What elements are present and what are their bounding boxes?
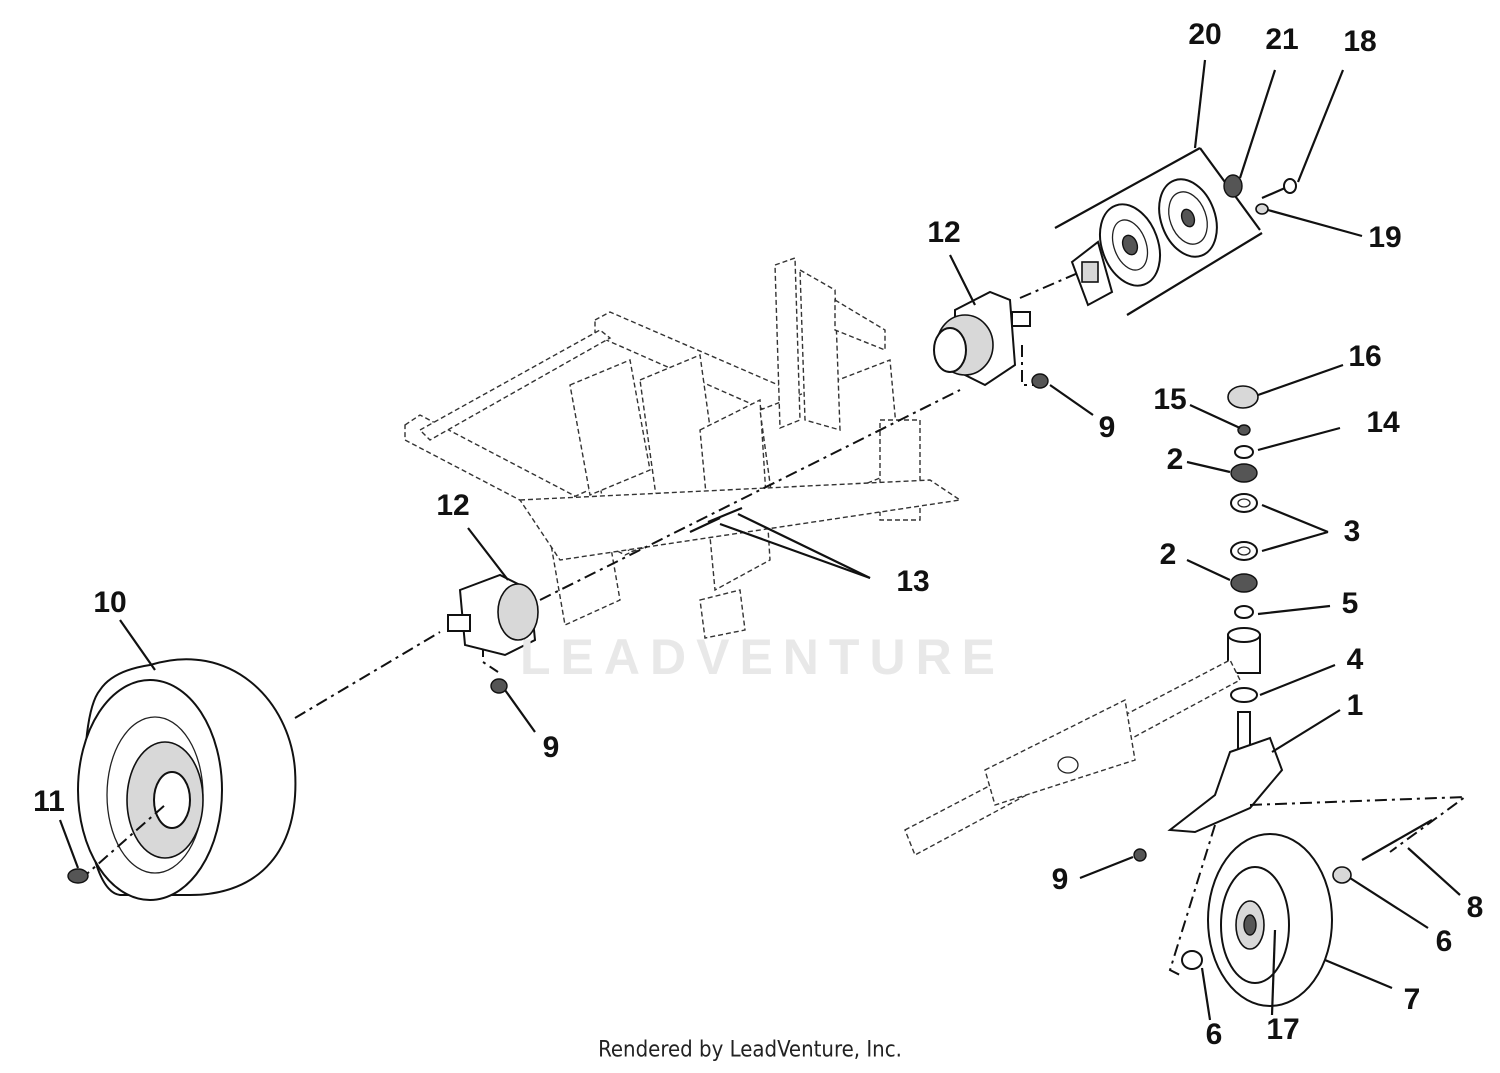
callout-7[interactable]: 7 xyxy=(1403,983,1421,1016)
caster-fork xyxy=(1167,711,1469,976)
callout-2-upper[interactable]: 2 xyxy=(1166,443,1184,476)
axle-centerline xyxy=(294,269,1086,719)
front-axle xyxy=(904,659,1241,856)
callout-9-front[interactable]: 9 xyxy=(1051,863,1069,896)
callout-16[interactable]: 16 xyxy=(1348,340,1382,373)
callout-10[interactable]: 10 xyxy=(93,586,127,619)
callout-2-lower[interactable]: 2 xyxy=(1159,538,1177,571)
callout-17[interactable]: 17 xyxy=(1266,1013,1300,1046)
callout-12-upper[interactable]: 12 xyxy=(927,216,961,249)
callout-13[interactable]: 13 xyxy=(896,565,930,598)
leader-lines xyxy=(58,59,1461,1021)
callout-20[interactable]: 20 xyxy=(1188,18,1222,51)
pulley-assembly xyxy=(1054,147,1297,316)
caster-stack xyxy=(1227,385,1261,703)
wheel-motor-right xyxy=(933,290,1049,389)
footer-credit: Rendered by LeadVenture, Inc. xyxy=(598,1037,902,1063)
rear-tire xyxy=(67,658,297,901)
callout-1[interactable]: 1 xyxy=(1346,689,1364,722)
callout-19[interactable]: 19 xyxy=(1368,221,1402,254)
callout-9-lower[interactable]: 9 xyxy=(542,731,560,764)
callout-15[interactable]: 15 xyxy=(1153,383,1187,416)
callout-14[interactable]: 14 xyxy=(1366,406,1400,439)
wheel-motor-left xyxy=(447,506,743,694)
caster-wheel xyxy=(1133,819,1433,1007)
callout-6-right[interactable]: 6 xyxy=(1435,925,1453,958)
callout-6-bottom[interactable]: 6 xyxy=(1205,1018,1223,1051)
callout-18[interactable]: 18 xyxy=(1343,25,1377,58)
callout-5[interactable]: 5 xyxy=(1341,587,1359,620)
chassis-frame xyxy=(404,257,962,639)
callout-8[interactable]: 8 xyxy=(1466,891,1484,924)
callout-4[interactable]: 4 xyxy=(1346,643,1364,676)
callout-11[interactable]: 11 xyxy=(33,785,65,818)
watermark: LEADVENTURE xyxy=(520,629,1006,685)
callout-3[interactable]: 3 xyxy=(1343,515,1361,548)
callout-21[interactable]: 21 xyxy=(1265,23,1299,56)
callout-9-upper[interactable]: 9 xyxy=(1098,411,1116,444)
callout-12-lower[interactable]: 12 xyxy=(436,489,470,522)
